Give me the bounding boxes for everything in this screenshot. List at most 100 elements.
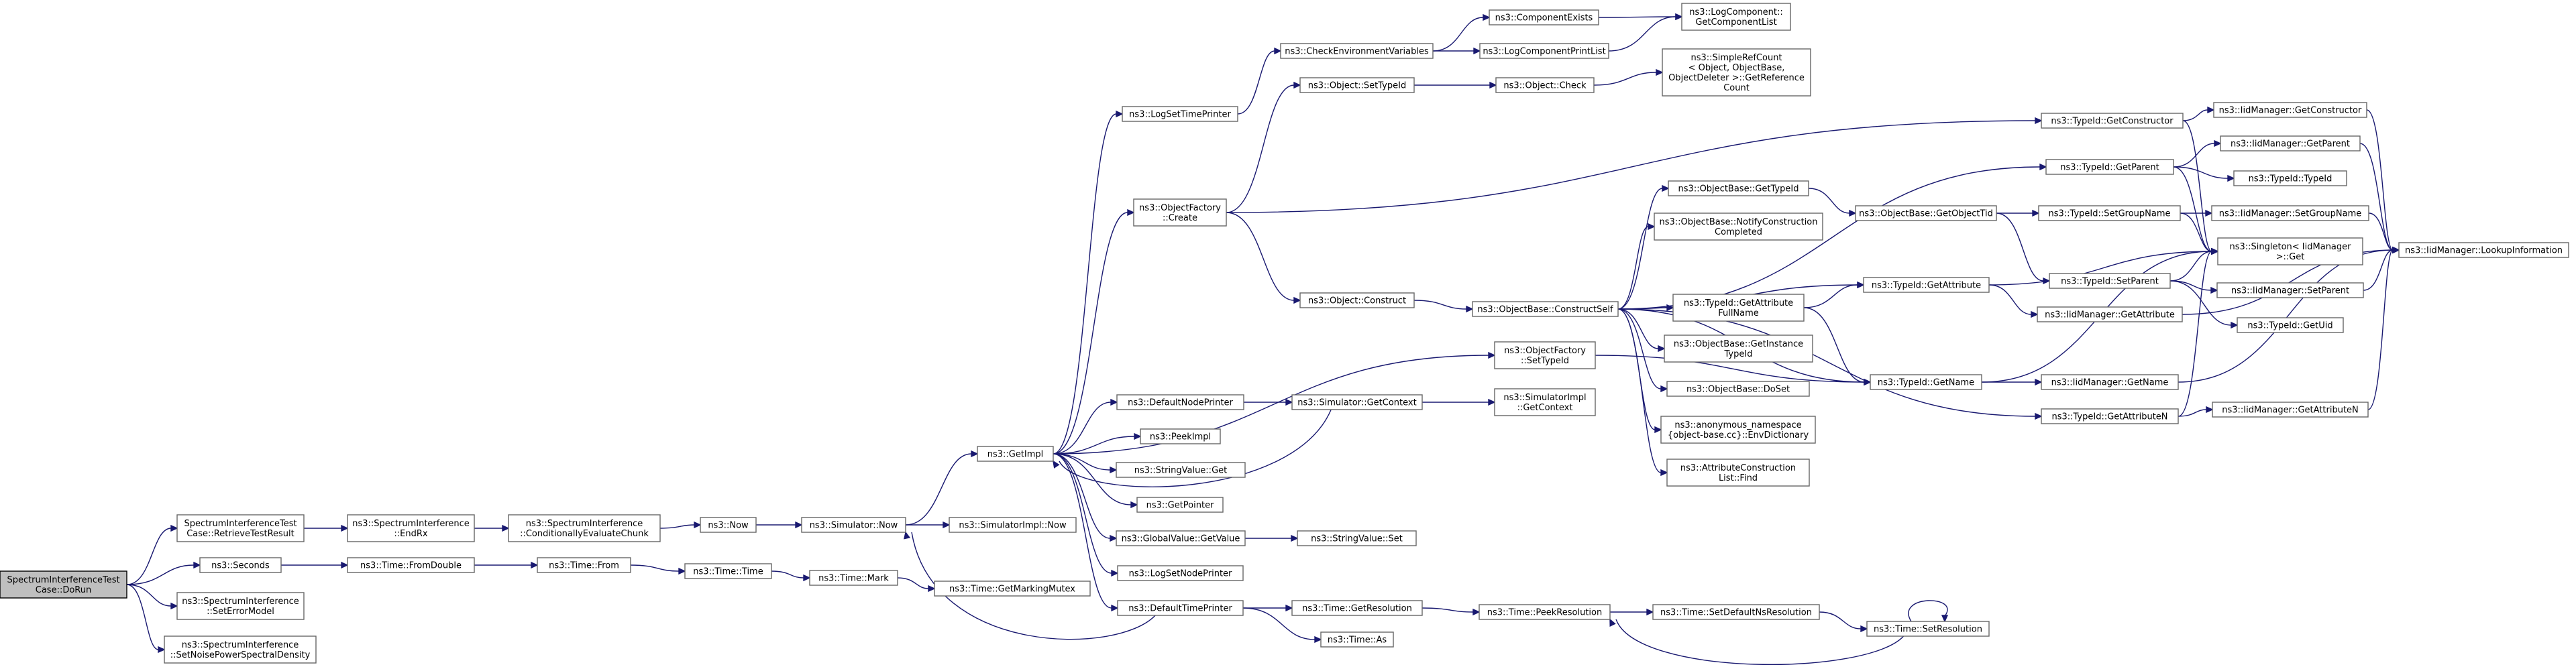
edge-simgetcontext-to-getimpl [1053,409,1332,487]
node-constructself[interactable]: ns3::ObjectBase::ConstructSelf [1472,301,1619,317]
node-tidgetuid[interactable]: ns3::TypeId::GetUid [2237,317,2344,333]
node-iidgetctor[interactable]: ns3::IidManager::GetConstructor [2213,102,2367,118]
node-iidgetattr[interactable]: ns3::IidManager::GetAttribute [2037,306,2183,322]
node-timegetres[interactable]: ns3::Time::GetResolution [1291,600,1423,616]
node-objconstruct[interactable]: ns3::Object::Construct [1299,292,1415,308]
node-tidgetattr[interactable]: ns3::TypeId::GetAttribute [1863,277,1990,293]
node-tidgetname[interactable]: ns3::TypeId::GetName [1870,374,1982,390]
node-obnotify[interactable]: ns3::ObjectBase::NotifyConstructionCompl… [1654,213,1823,241]
node-tidgetctor[interactable]: ns3::TypeId::GetConstructor [2041,113,2184,129]
node-iidsetparent[interactable]: ns3::IidManager::SetParent [2216,282,2364,298]
edge-line [1059,409,1332,487]
node-box [1133,198,1227,227]
node-simplerefcount[interactable]: ns3::SimpleRefCount< Object, ObjectBase,… [1662,48,1811,97]
edge-line [1996,213,2044,282]
edge-line [1808,188,1850,214]
node-tidtypeid[interactable]: ns3::TypeId::TypeId [2233,170,2347,186]
node-obdoset[interactable]: ns3::ObjectBase::DoSet [1666,381,1810,397]
node-box [1495,77,1595,93]
node-compexists[interactable]: ns3::ComponentExists [1489,9,1599,25]
node-label: ns3::ObjectFactory [1139,203,1221,213]
edge-arrowhead [2039,163,2047,171]
node-logsetnode[interactable]: ns3::LogSetNodePrinter [1117,565,1244,581]
edge-objconstruct-to-constructself [1413,300,1474,313]
node-implgetcontext[interactable]: ns3::SimulatorImpl::GetContext [1494,388,1596,416]
edge-tidgetattr-to-iidgetattr [1988,284,2039,318]
node-now[interactable]: ns3::Now [700,517,757,533]
node-strvalset[interactable]: ns3::StringValue::Set [1297,530,1417,546]
node-defnodeprinter[interactable]: ns3::DefaultNodePrinter [1116,394,1244,410]
node-logsettime[interactable]: ns3::LogSetTimePrinter [1122,106,1238,122]
node-seconds[interactable]: ns3::Seconds [199,557,282,573]
node-peekimpl[interactable]: ns3::PeekImpl [1140,428,1221,444]
node-tidgetattrn[interactable]: ns3::TypeId::GetAttributeN [2041,408,2179,424]
node-condeval[interactable]: ns3::SpectrumInterference::Conditionally… [508,514,661,542]
node-getmarkmutex[interactable]: ns3::Time::GetMarkingMutex [934,581,1091,597]
node-mark[interactable]: ns3::Time::Mark [809,570,898,586]
node-label: ns3::TypeId::GetAttribute [1872,281,1981,291]
node-strvalget[interactable]: ns3::StringValue::Get [1116,462,1246,478]
node-label: Count [1723,83,1750,93]
node-simnow[interactable]: ns3::Simulator::Now [801,517,906,533]
node-singletonget[interactable]: ns3::Singleton< IidManager>::Get [2217,237,2363,265]
node-iidgetname[interactable]: ns3::IidManager::GetName [2041,374,2179,390]
node-retrieve[interactable]: SpectrumInterferenceTestCase::RetrieveTe… [176,514,305,542]
node-iidgetparent[interactable]: ns3::IidManager::GetParent [2220,135,2361,151]
edge-line [1803,284,1858,308]
edge-arrowhead [1274,47,1282,55]
node-tidsetgroup[interactable]: ns3::TypeId::SetGroupName [2038,205,2181,221]
node-label: ns3::TypeId::GetParent [2060,163,2159,173]
edge-line [1593,72,1657,86]
edge-line [1053,453,1112,574]
node-objcheck[interactable]: ns3::Object::Check [1495,77,1595,93]
node-ofsettypeid[interactable]: ns3::ObjectFactory::SetTypeId [1494,341,1596,369]
node-label: ns3::IidManager::SetGroupName [2219,209,2362,219]
node-iidlookup[interactable]: ns3::IidManager::LookupInformation [2398,242,2569,258]
node-setres[interactable]: ns3::Time::SetResolution [1866,621,1990,637]
node-setdefres[interactable]: ns3::Time::SetDefaultNsResolution [1652,604,1820,620]
node-getimpl[interactable]: ns3::GetImpl [977,446,1054,462]
edge-line [2169,280,2232,326]
node-logcompprint[interactable]: ns3::LogComponentPrintList [1479,43,1609,59]
node-timeas[interactable]: ns3::Time::As [1320,631,1394,648]
node-box [1666,459,1810,487]
node-objsettypeid[interactable]: ns3::Object::SetTypeId [1299,77,1415,93]
edge-arrowhead [2035,117,2043,125]
node-tidsetparent[interactable]: ns3::TypeId::SetParent [2049,273,2171,289]
edge-timefrom-to-timetime [630,564,686,575]
node-implnow[interactable]: ns3::SimulatorImpl::Now [949,517,1077,533]
node-peekres[interactable]: ns3::Time::PeekResolution [1479,604,1611,620]
edge-line [2182,120,2212,252]
edge-line [1053,436,1135,454]
node-label: ns3::Object::Construct [1308,296,1406,306]
node-tidgetparent[interactable]: ns3::TypeId::GetParent [2045,159,2174,175]
node-iidgetattrn[interactable]: ns3::IidManager::GetAttributeN [2212,402,2369,418]
node-box [1117,600,1244,616]
node-obgettypeid[interactable]: ns3::ObjectBase::GetTypeId [1668,180,1809,196]
node-label: ns3::TypeId::GetUid [2247,321,2332,331]
edge-arrowhead [1656,68,1664,76]
node-setnoise[interactable]: ns3::SpectrumInterference::SetNoisePower… [164,635,317,664]
node-timefrom[interactable]: ns3::Time::From [537,557,631,573]
node-objfactcreate[interactable]: ns3::ObjectFactory::Create [1133,198,1227,227]
edge-peekres-to-setdefres [1610,608,1654,616]
node-globalvalget[interactable]: ns3::GlobalValue::GetValue [1116,530,1246,546]
node-getpointer[interactable]: ns3::GetPointer [1136,497,1224,513]
node-logcompget[interactable]: ns3::LogComponent::GetComponentList [1681,3,1791,31]
node-checkenv[interactable]: ns3::CheckEnvironmentVariables [1280,43,1434,59]
node-fromdouble[interactable]: ns3::Time::FromDouble [347,557,475,573]
node-box [2038,205,2181,221]
node-obgetobjtid[interactable]: ns3::ObjectBase::GetObjectTid [1855,205,1997,221]
node-seterrmodel[interactable]: ns3::SpectrumInterference::SetErrorModel [176,592,305,620]
node-simgetcontext[interactable]: ns3::Simulator::GetContext [1291,394,1423,410]
node-deftimeprinter[interactable]: ns3::DefaultTimePrinter [1117,600,1244,616]
node-iidsetgroup[interactable]: ns3::IidManager::SetGroupName [2211,205,2369,221]
node-timetime[interactable]: ns3::Time::Time [684,563,772,579]
node-endrx[interactable]: ns3::SpectrumInterference::EndRx [347,514,475,542]
edge-mark-to-getmarkmutex [897,577,936,593]
node-anonenv[interactable]: ns3::anonymous_namespace{object-base.cc}… [1660,416,1816,444]
